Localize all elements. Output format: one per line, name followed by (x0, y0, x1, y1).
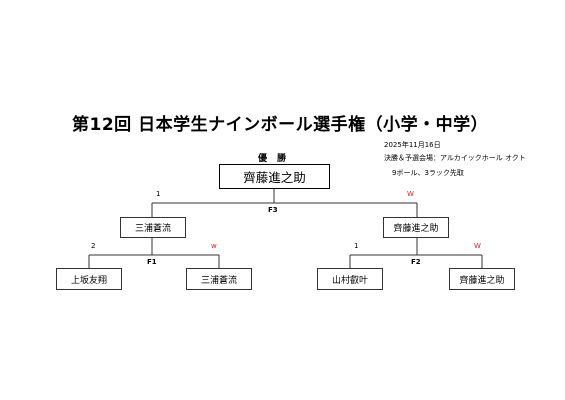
champion-box: 齊藤進之助 (219, 164, 330, 189)
semifinal-right-winner-box: 齊藤進之助 (383, 217, 449, 238)
f2-right-score: W (474, 242, 481, 250)
final-label: F3 (268, 206, 278, 214)
f2-left-score: 1 (354, 242, 359, 250)
f1-label: F1 (147, 258, 157, 266)
player-box-3: 山村叡叶 (317, 268, 383, 290)
player-box-4: 齊藤進之助 (449, 268, 515, 290)
semifinal-left-winner-box: 三浦蒼流 (120, 217, 186, 238)
final-right-score: W (407, 190, 414, 198)
player-name-4: 齊藤進之助 (459, 275, 505, 286)
player-box-1: 上坂友翔 (56, 268, 122, 290)
f1-left-score: 2 (91, 242, 96, 250)
semifinal-left-winner: 三浦蒼流 (134, 224, 171, 234)
champion-name: 齊藤進之助 (243, 170, 306, 185)
semifinal-right-winner: 齊藤進之助 (393, 224, 439, 234)
final-left-score: 1 (156, 190, 161, 198)
player-name-1: 上坂友翔 (70, 275, 107, 286)
player-name-2: 三浦蒼流 (200, 275, 237, 286)
event-rules: 9ボール、3ラック先取 (392, 169, 464, 177)
f2-label: F2 (411, 258, 421, 266)
player-box-2: 三浦蒼流 (186, 268, 252, 290)
f1-right-score: w (211, 242, 217, 250)
event-date: 2025年11月16日 (384, 141, 441, 149)
page-title: 第12回 日本学生ナインボール選手権（小学・中学） (72, 115, 489, 135)
player-name-3: 山村叡叶 (331, 275, 368, 286)
champion-label: 優勝 (258, 154, 297, 164)
event-venue: 決勝＆予選会場：アルカイックホール オクト (384, 154, 526, 162)
